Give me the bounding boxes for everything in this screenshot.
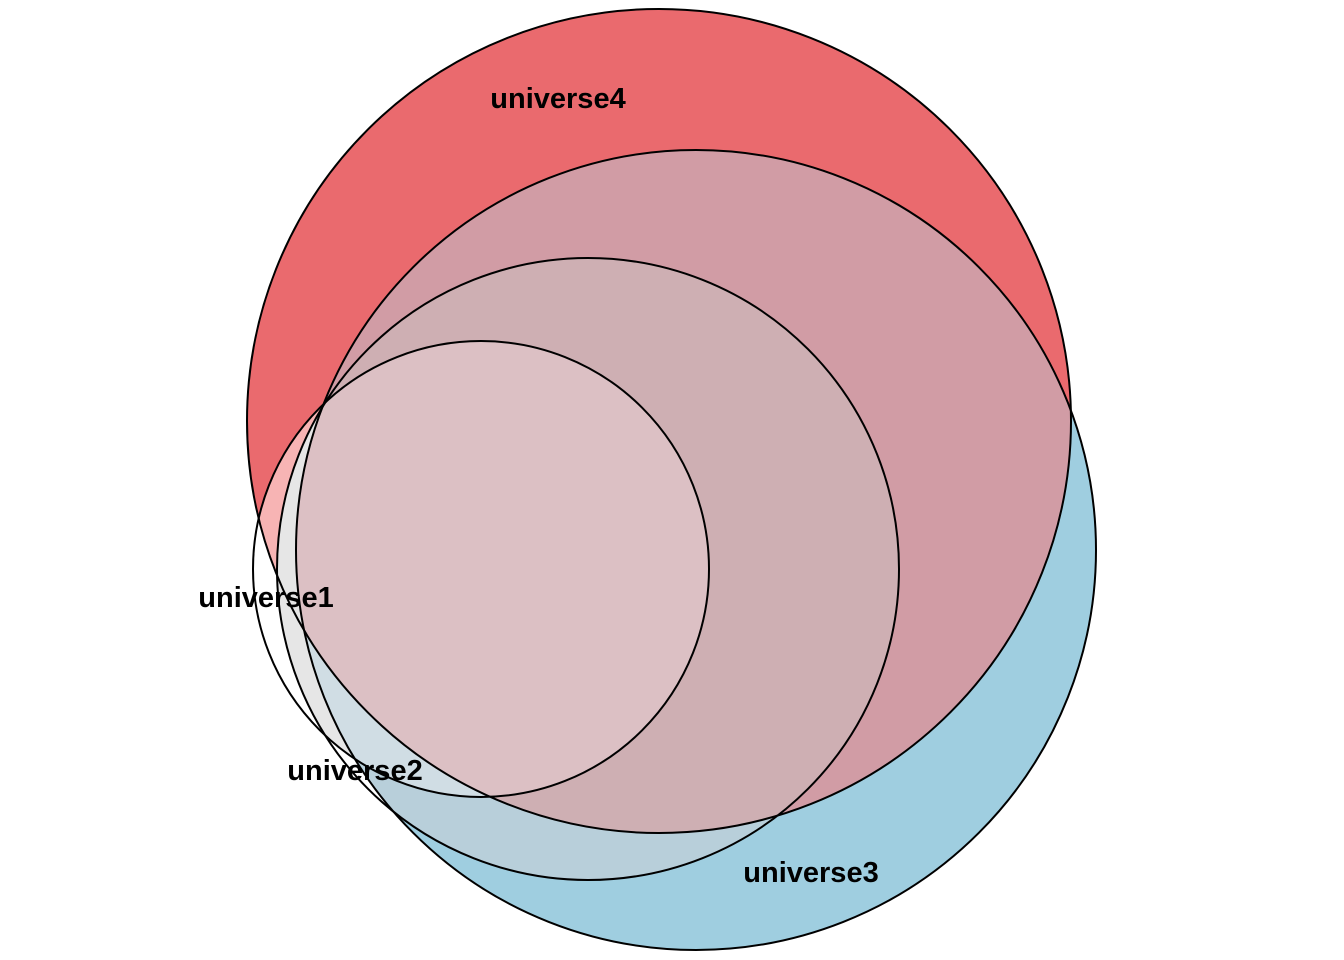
venn-regions bbox=[247, 9, 1096, 950]
label-universe3: universe3 bbox=[743, 857, 878, 889]
venn-outlines bbox=[246, 8, 1097, 951]
label-universe4: universe4 bbox=[490, 83, 625, 115]
circle-universe4 bbox=[246, 8, 1072, 834]
venn-labels: universe4 universe1 universe2 universe3 bbox=[198, 83, 878, 889]
circle-universe1 bbox=[252, 340, 710, 798]
circle-universe2 bbox=[276, 257, 900, 881]
label-universe1: universe1 bbox=[198, 582, 333, 614]
circle-universe3 bbox=[295, 149, 1097, 951]
region-all-four bbox=[296, 341, 709, 797]
label-universe2: universe2 bbox=[287, 755, 422, 787]
